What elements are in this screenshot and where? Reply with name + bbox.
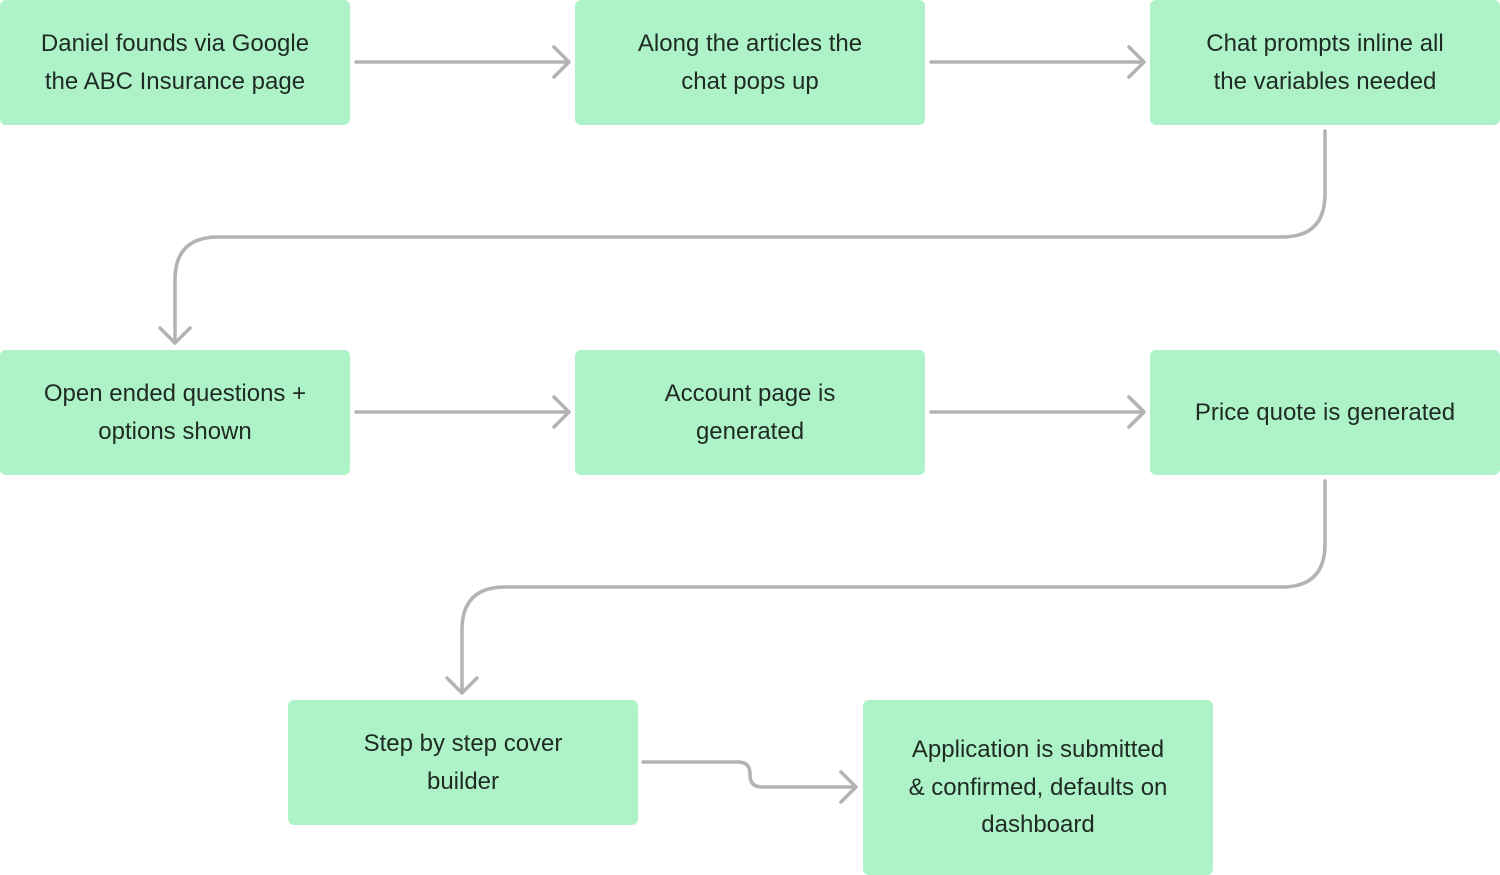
step-application-submitted: Application is submitted & confirmed, de… [863,700,1213,875]
connector-google-search-to-chat-pops-up [354,45,571,79]
step-application-submitted-label: Application is submitted & confirmed, de… [908,736,1168,839]
connector-cover-builder-to-application-submitted [641,760,858,804]
connector-price-quote-to-cover-builder [445,479,1327,695]
step-chat-pops-up: Along the articles the chat pops up [575,0,925,125]
step-cover-builder-label: Step by step cover builder [363,730,563,795]
step-chat-prompts: Chat prompts inline all the variables ne… [1150,0,1500,125]
step-open-questions-label: Open ended questions + options shown [43,380,307,445]
connector-open-questions-to-account-page [354,395,571,429]
step-google-search-label: Daniel founds via Google the ABC Insuran… [40,30,310,95]
step-price-quote: Price quote is generated [1150,350,1500,475]
step-chat-prompts-label: Chat prompts inline all the variables ne… [1206,30,1444,95]
connector-chat-pops-up-to-chat-prompts [929,45,1146,79]
connector-account-page-to-price-quote [929,395,1146,429]
connector-chat-prompts-to-open-questions [158,129,1327,345]
step-price-quote-label: Price quote is generated [1194,398,1456,426]
step-chat-pops-up-label: Along the articles the chat pops up [637,30,863,95]
step-account-page: Account page is generated [575,350,925,475]
step-account-page-label: Account page is generated [664,380,836,445]
step-google-search: Daniel founds via Google the ABC Insuran… [0,0,350,125]
step-cover-builder: Step by step cover builder [288,700,638,825]
step-open-questions: Open ended questions + options shown [0,350,350,475]
